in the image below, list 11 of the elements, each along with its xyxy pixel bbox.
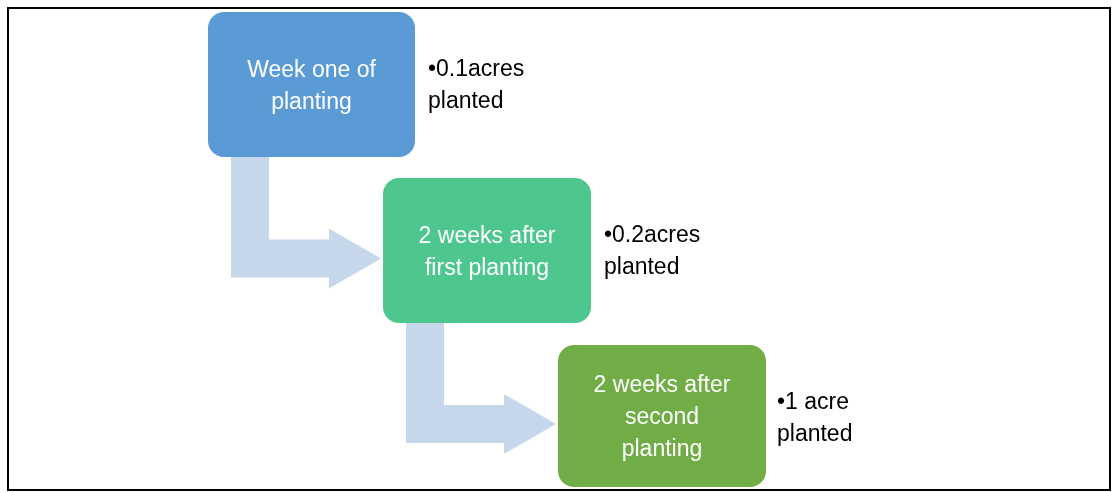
step-label: Week one of planting	[246, 54, 377, 116]
step-box	[558, 345, 766, 487]
step-label: 2 weeks after second planting	[592, 370, 732, 463]
step-box	[383, 178, 591, 323]
step-note: •0.2acres planted	[604, 220, 702, 281]
step-label: 2 weeks after first planting	[417, 220, 557, 282]
step-note: •0.1acres planted	[428, 54, 526, 115]
bent-arrow	[231, 157, 381, 289]
step-note: •1 acre planted	[777, 387, 854, 448]
step-box	[208, 12, 415, 157]
bent-arrow	[406, 323, 556, 454]
